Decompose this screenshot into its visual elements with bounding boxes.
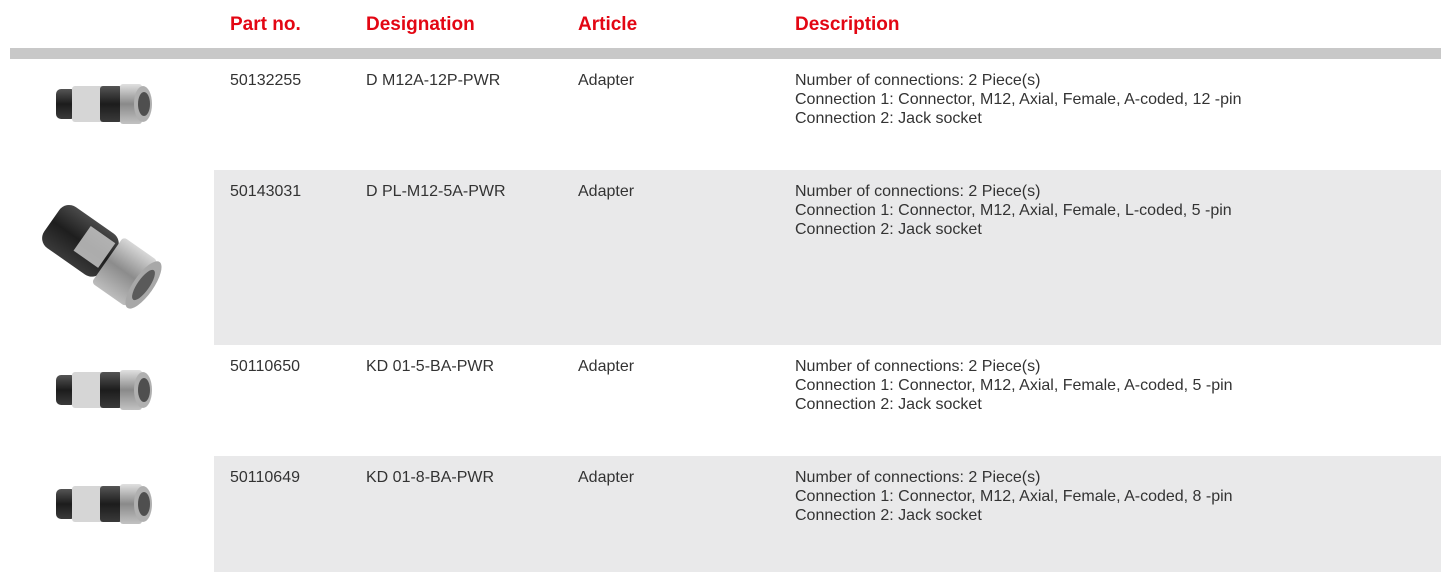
description-line: Connection 1: Connector, M12, Axial, Fem… xyxy=(795,488,1233,505)
cell-description: Number of connections: 2 Piece(s) Connect… xyxy=(795,357,1233,414)
cell-designation: KD 01-8-BA-PWR xyxy=(366,469,495,486)
cell-part-no: 50110649 xyxy=(230,469,300,486)
table-row: 50143031 D PL-M12-5A-PWR Adapter Number of … xyxy=(0,170,1441,345)
cell-designation: D M12A-12P-PWR xyxy=(366,72,501,89)
cell-part-no: 50132255 xyxy=(230,72,302,89)
table-row: 50110649 KD 01-8-BA-PWR Adapter Number of c… xyxy=(0,456,1441,572)
description-line: Connection 2: Jack socket xyxy=(795,396,982,413)
row-background xyxy=(214,170,1441,345)
header-article: Article xyxy=(578,14,638,35)
description-line: Number of connections: 2 Piece(s) xyxy=(795,72,1041,89)
product-thumbnail xyxy=(10,59,200,149)
description-line: Connection 1: Connector, M12, Axial, Fem… xyxy=(795,377,1233,394)
row-background xyxy=(214,456,1441,572)
cell-description: Number of connections: 2 Piece(s) Connect… xyxy=(795,71,1241,128)
cell-description: Number of connections: 2 Piece(s) Connect… xyxy=(795,468,1233,525)
cell-designation: KD 01-5-BA-PWR xyxy=(366,358,495,375)
description-line: Number of connections: 2 Piece(s) xyxy=(795,469,1041,486)
header-divider xyxy=(10,48,1441,59)
cell-description: Number of connections: 2 Piece(s) Connect… xyxy=(795,182,1232,239)
cell-article: Adapter xyxy=(578,358,635,375)
product-thumbnail xyxy=(10,456,200,551)
description-line: Connection 2: Jack socket xyxy=(795,221,982,238)
table-header: Part no. Designation Article Description xyxy=(0,0,1441,48)
header-description: Description xyxy=(795,14,900,35)
description-line: Connection 1: Connector, M12, Axial, Fem… xyxy=(795,202,1232,219)
header-designation: Designation xyxy=(366,14,475,35)
cell-part-no: 50143031 xyxy=(230,183,302,200)
description-line: Number of connections: 2 Piece(s) xyxy=(795,358,1041,375)
header-part-no: Part no. xyxy=(230,14,301,35)
cell-article: Adapter xyxy=(578,469,635,486)
cell-article: Adapter xyxy=(578,72,635,89)
cell-designation: D PL-M12-5A-PWR xyxy=(366,183,506,200)
description-line: Connection 1: Connector, M12, Axial, Fem… xyxy=(795,91,1242,108)
description-line: Connection 2: Jack socket xyxy=(795,110,982,127)
product-thumbnail xyxy=(10,170,200,345)
table-row: 50110650 KD 01-5-BA-PWR Adapter Number of c… xyxy=(0,345,1441,456)
cell-article: Adapter xyxy=(578,183,635,200)
cell-part-no: 50110650 xyxy=(230,358,300,375)
product-thumbnail xyxy=(10,345,200,435)
table-row: 50132255 D M12A-12P-PWR Adapter Number of c… xyxy=(0,59,1441,170)
description-line: Connection 2: Jack socket xyxy=(795,507,982,524)
description-line: Number of connections: 2 Piece(s) xyxy=(795,183,1041,200)
